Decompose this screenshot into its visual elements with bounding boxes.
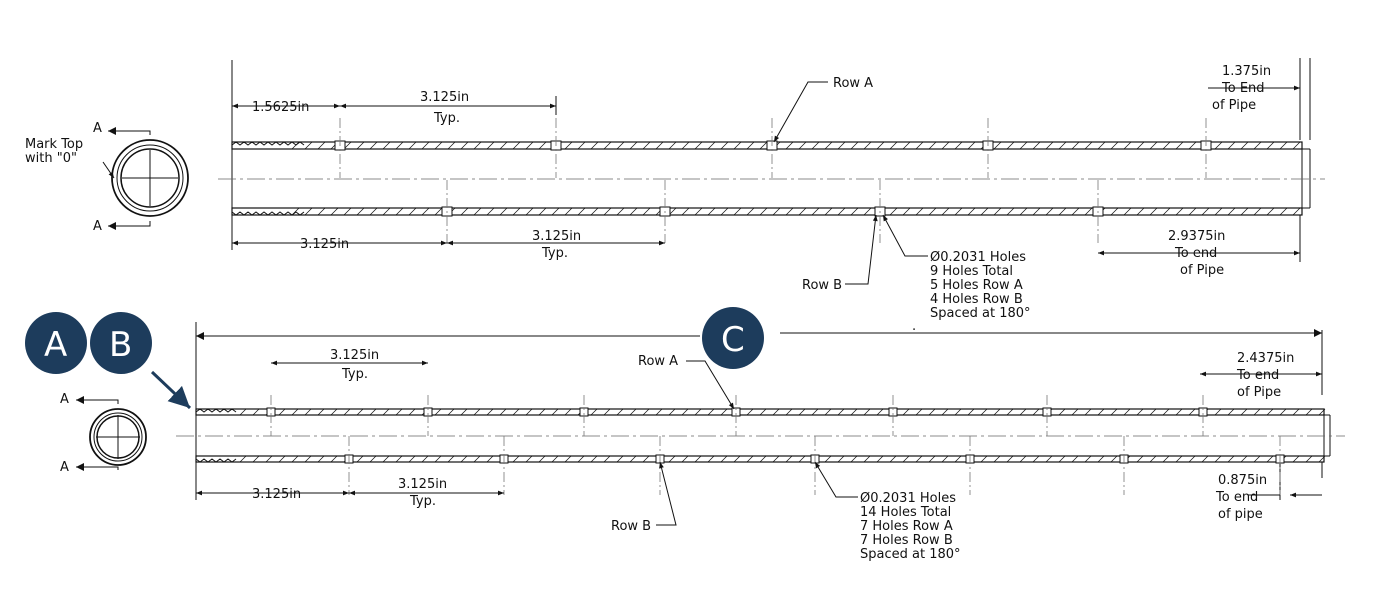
bottom-hole-note-2: 14 Holes Total — [860, 505, 951, 520]
bottom-row-b-label: Row B — [611, 519, 651, 534]
badge-c: C — [702, 307, 764, 369]
overall-dim-mark: . — [912, 319, 916, 334]
dim-end-a-value: 1.375in — [1222, 64, 1271, 79]
bottom-dim-first-hole-b: 3.125in — [252, 487, 301, 502]
dim-spacing-a-typ: Typ. — [433, 111, 460, 126]
bottom-section-a-bottom: A — [60, 460, 69, 475]
bottom-dim-spacing-b-typ: Typ. — [409, 494, 436, 509]
bottom-dim-end-b-value: 0.875in — [1218, 473, 1267, 488]
dim-spacing-a: 3.125in — [420, 90, 469, 105]
bottom-hole-note-3: 7 Holes Row A — [860, 519, 953, 534]
top-section-view: A A Mark Top with "0" — [25, 121, 189, 234]
dim-spacing-b-typ: Typ. — [541, 246, 568, 261]
badge-pointer-arrow — [150, 370, 192, 410]
dim-end-a-label-1: To End — [1221, 81, 1265, 96]
bottom-pipe-body — [195, 408, 1331, 463]
bottom-dim-end-b-label-2: of pipe — [1218, 507, 1263, 522]
badge-c-label: C — [721, 320, 745, 360]
bottom-section-a-top: A — [60, 392, 69, 407]
bottom-dim-spacing-a: 3.125in — [330, 348, 379, 363]
bottom-dim-end-a-label-2: of Pipe — [1237, 385, 1281, 400]
top-section-a-top: A — [93, 121, 102, 136]
bottom-hole-note-5: Spaced at 180° — [860, 547, 961, 562]
dim-first-hole-b: 3.125in — [300, 237, 349, 252]
top-row-b-label: Row B — [802, 278, 842, 293]
bottom-dim-end-a-label-1: To end — [1236, 368, 1279, 383]
badge-a: A — [25, 312, 87, 374]
top-hole-note-3: 5 Holes Row A — [930, 278, 1023, 293]
top-hole-note-4: 4 Holes Row B — [930, 292, 1023, 307]
bottom-pipe-view: . 3.125in Typ. 2.4375in To end of Pipe R… — [176, 319, 1345, 562]
dim-end-b-label-2: of Pipe — [1180, 263, 1224, 278]
bottom-dim-spacing-b: 3.125in — [398, 477, 447, 492]
mark-top-label-2: with "0" — [25, 151, 77, 166]
badge-b-label: B — [109, 325, 132, 365]
bottom-dim-spacing-a-typ: Typ. — [341, 367, 368, 382]
dim-first-hole-a: 1.5625in — [252, 100, 309, 115]
dim-end-b-label-1: To end — [1174, 246, 1217, 261]
top-hole-note-1: Ø0.2031 Holes — [930, 250, 1026, 265]
top-pipe-view: 1.5625in 3.125in Typ. 1.375in To End of … — [218, 58, 1325, 321]
top-hole-note-5: Spaced at 180° — [930, 306, 1031, 321]
dim-end-a-label-2: of Pipe — [1212, 98, 1256, 113]
bottom-section-view: A A — [60, 392, 147, 475]
dim-spacing-b: 3.125in — [532, 229, 581, 244]
badge-b: B — [90, 312, 152, 374]
top-pipe-body — [231, 141, 1311, 216]
top-row-a-label: Row A — [833, 76, 873, 91]
bottom-row-a-label: Row A — [638, 354, 678, 369]
bottom-dim-end-b-label-1: To end — [1215, 490, 1258, 505]
dim-end-b-value: 2.9375in — [1168, 229, 1225, 244]
top-section-a-bottom: A — [93, 219, 102, 234]
mark-top-label-1: Mark Top — [25, 137, 83, 152]
bottom-hole-note-4: 7 Holes Row B — [860, 533, 953, 548]
badge-a-label: A — [44, 325, 67, 365]
bottom-dim-end-a-value: 2.4375in — [1237, 351, 1294, 366]
bottom-hole-note-1: Ø0.2031 Holes — [860, 491, 956, 506]
top-hole-note-2: 9 Holes Total — [930, 264, 1013, 279]
